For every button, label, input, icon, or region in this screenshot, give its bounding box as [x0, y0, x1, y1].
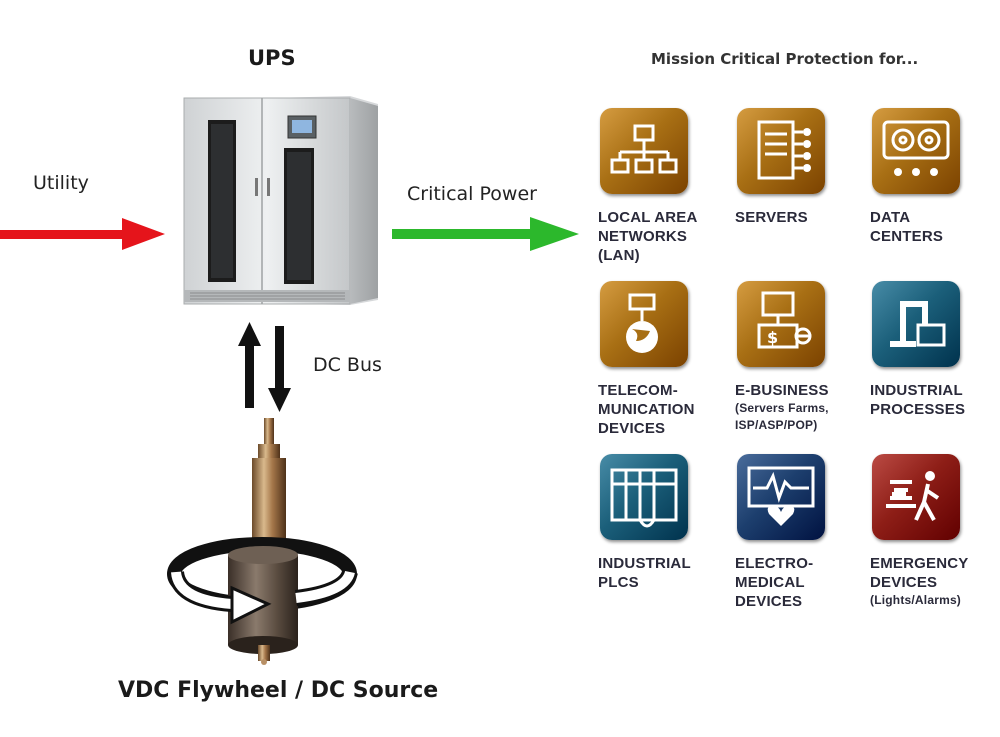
- tile-label-line: INDUSTRIAL: [598, 555, 691, 572]
- network-tile: [600, 108, 688, 194]
- tile-label-line: DEVICES: [735, 593, 803, 610]
- dc-bus-arrows: [238, 322, 291, 412]
- servers-tile: [737, 108, 825, 194]
- tile-label: ELECTRO- MEDICAL DEVICES: [735, 554, 813, 611]
- tile-label-line: MUNICATION: [598, 401, 695, 418]
- tile-label-line: DEVICES: [870, 574, 938, 591]
- tile-label: TELECOM- MUNICATION DEVICES: [598, 381, 695, 438]
- ups-cabinet-image: [183, 96, 378, 305]
- protection-title: Mission Critical Protection for...: [651, 50, 919, 68]
- data-center-icon: [882, 120, 950, 176]
- tile-label-line: PROCESSES: [870, 401, 966, 418]
- network-icon: [610, 124, 678, 174]
- tile-label: EMERGENCY DEVICES (Lights/Alarms): [870, 554, 968, 609]
- tile-label: E-BUSINESS (Servers Farms, ISP/ASP/POP): [735, 381, 829, 434]
- tile-label: INDUSTRIAL PROCESSES: [870, 381, 965, 419]
- tile-label-line: DATA: [870, 209, 911, 226]
- tile-label-line: TELECOM-: [598, 382, 678, 399]
- tile-label-line: PLCS: [598, 574, 639, 591]
- tile-label-line: LOCAL AREA: [598, 209, 698, 226]
- tile-label: SERVERS: [735, 208, 808, 227]
- utility-arrow: [0, 218, 165, 250]
- tile-label-sub: (Lights/Alarms): [870, 593, 962, 607]
- ebusiness-icon: $: [757, 291, 812, 349]
- tile-label-sub: ISP/ASP/POP): [735, 418, 818, 432]
- tile-label-line: MEDICAL: [735, 574, 805, 591]
- dc-bus-label: DC Bus: [313, 354, 382, 376]
- plc-tile: [600, 454, 688, 540]
- ups-title: UPS: [248, 46, 296, 70]
- heart-monitor-tile: [737, 454, 825, 540]
- heart-monitor-icon: [747, 466, 815, 526]
- flywheel-title: VDC Flywheel / DC Source: [118, 678, 439, 703]
- servers-icon: [757, 120, 811, 180]
- tile-label-line: DEVICES: [598, 420, 666, 437]
- tile-label: LOCAL AREA NETWORKS (LAN): [598, 208, 698, 265]
- svg-text:$: $: [767, 328, 778, 347]
- tile-label: INDUSTRIAL PLCS: [598, 554, 691, 592]
- tile-label-line: EMERGENCY: [870, 555, 969, 572]
- utility-label: Utility: [33, 172, 89, 194]
- plc-icon: [610, 468, 678, 528]
- emergency-exit-tile: [872, 454, 960, 540]
- tile-label: DATA CENTERS: [870, 208, 943, 246]
- flywheel-image: [167, 418, 358, 665]
- globe-tile: [600, 281, 688, 367]
- ebusiness-tile: $: [737, 281, 825, 367]
- critical-power-arrow: [392, 217, 579, 251]
- critical-power-label: Critical Power: [407, 183, 537, 205]
- data-center-tile: [872, 108, 960, 194]
- robot-arm-icon: [890, 301, 946, 347]
- tile-label-line: CENTERS: [870, 228, 944, 245]
- tile-label-line: NETWORKS: [598, 228, 688, 245]
- tile-label-line: INDUSTRIAL: [870, 382, 963, 399]
- robot-arm-tile: [872, 281, 960, 367]
- emergency-exit-icon: [886, 471, 940, 521]
- tile-label-line: (LAN): [598, 247, 640, 264]
- tile-label-sub: (Servers Farms,: [735, 401, 829, 415]
- tile-label-line: ELECTRO-: [735, 555, 814, 572]
- globe-icon: [626, 293, 658, 353]
- tile-label-line: E-BUSINESS: [735, 382, 829, 399]
- tile-label-line: SERVERS: [735, 209, 808, 226]
